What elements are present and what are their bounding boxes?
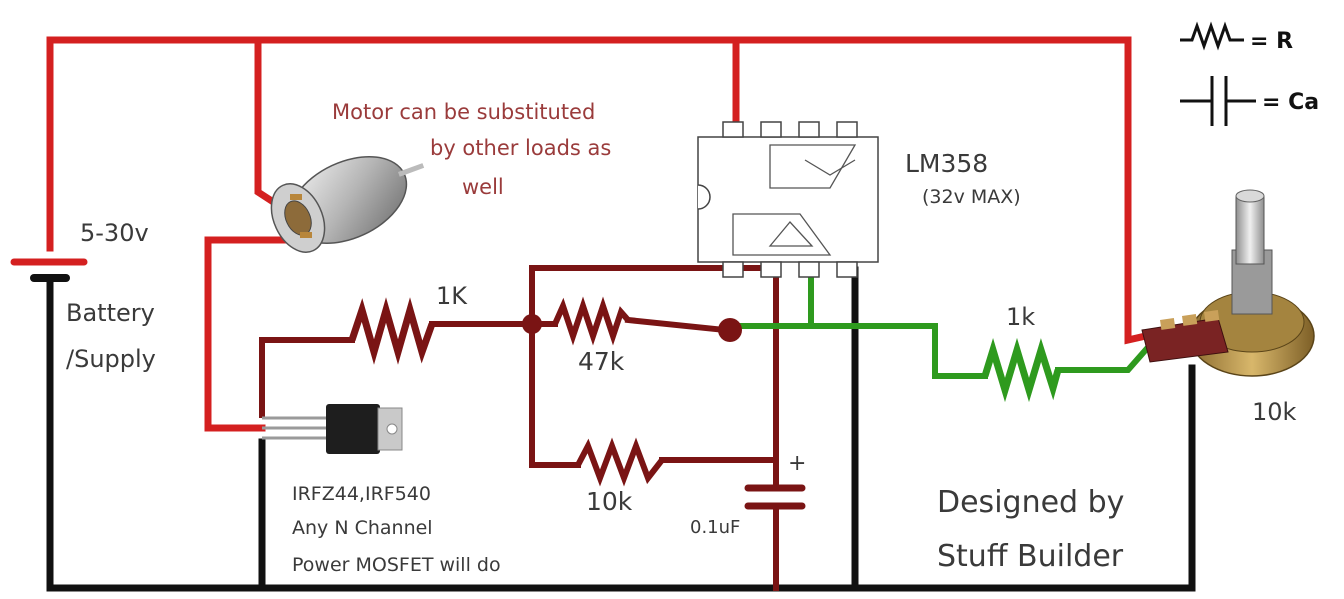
mosfet-label-2: Any N Channel [292, 517, 433, 539]
resistor-10k-timing-label: 10k [586, 487, 633, 516]
legend: = R = Ca [1180, 21, 1319, 126]
legend-capacitor-icon [1180, 76, 1256, 126]
pot-value-label: 10k [1252, 398, 1297, 426]
lm358-chip [697, 121, 879, 278]
resistor-1k-gate-label: 1K [436, 282, 468, 310]
junction-node-left [522, 314, 542, 334]
1k-to-pot [1055, 340, 1155, 373]
battery-label-1: Battery [66, 299, 155, 327]
junction-to-1k [735, 323, 988, 379]
designer-label-2: Stuff Builder [937, 539, 1124, 574]
resistor-1k-gate [348, 297, 436, 365]
mosfet-label-1: IRFZ44,IRF540 [292, 483, 431, 505]
resistor-1k-pot-label: 1k [1006, 303, 1035, 331]
legend-capacitor-label: = Ca [1262, 90, 1319, 115]
junction-node-right [718, 318, 742, 342]
10k-to-cap [659, 457, 779, 487]
battery-symbol [10, 258, 88, 282]
capacitor-value-label: 0.1uF [690, 517, 740, 538]
resistor-1k-pot [981, 337, 1062, 403]
supply-to-pot [1124, 36, 1155, 345]
dc-motor [270, 155, 425, 253]
capacitor-plus-label: + [788, 451, 806, 476]
designer-label-1: Designed by [937, 485, 1124, 520]
ic-max-label: (32v MAX) [922, 186, 1021, 208]
voltage-label: 5-30v [80, 219, 149, 247]
signal-wires [259, 265, 779, 591]
legend-resistor-icon [1180, 21, 1244, 51]
node-to-10k [529, 321, 581, 468]
supply-to-motor [254, 36, 283, 210]
legend-resistor-label: = R [1250, 29, 1293, 54]
motor-note-1: Motor can be substituted [332, 100, 595, 124]
battery-label-2: /Supply [66, 345, 156, 373]
mosfet-transistor [262, 404, 403, 454]
mosfet-label-3: Power MOSFET will do [292, 554, 501, 576]
motor-note-2: by other loads as [430, 136, 611, 160]
resistor-10k-timing [575, 437, 665, 487]
control-wires [735, 267, 1155, 379]
resistor-47k [552, 296, 631, 346]
gate-to-1k [259, 337, 355, 418]
supply-wires [46, 36, 1155, 432]
47k-to-junction [624, 316, 729, 334]
ic-name-label: LM358 [905, 149, 988, 178]
potentiometer [1141, 189, 1315, 377]
resistor-47k-label: 47k [578, 347, 625, 376]
motor-note-3: well [462, 175, 504, 199]
node-to-ic [529, 265, 768, 327]
ground-rail [46, 274, 1196, 592]
capacitor-symbol [744, 484, 806, 510]
motor-to-drain [204, 236, 309, 432]
